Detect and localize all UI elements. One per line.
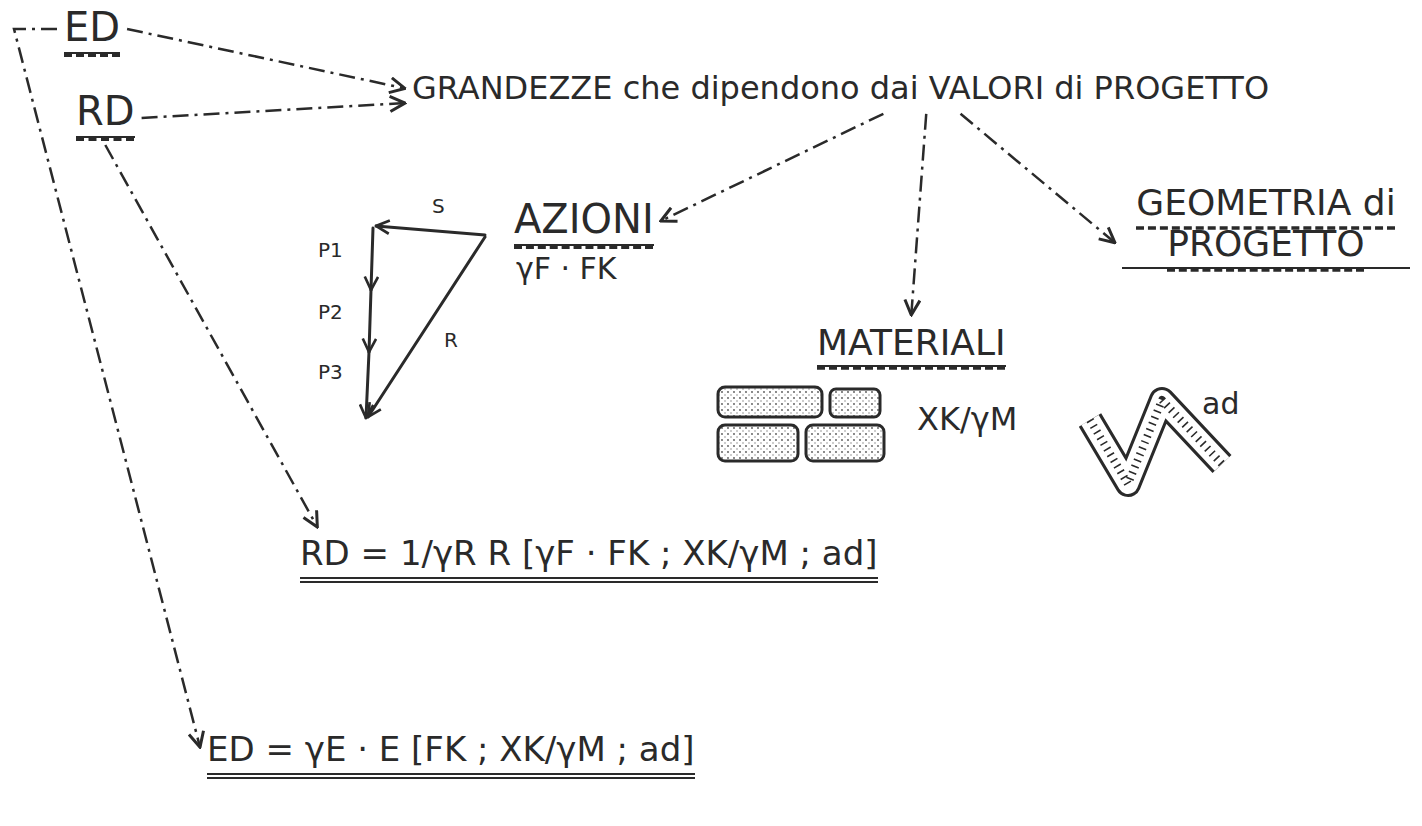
brick-icon: [718, 387, 884, 461]
dash-dot-arrow: [105, 145, 317, 527]
resistance-formula: RD = 1/γR R [γF · FK ; XK/γM ; ad]: [298, 532, 880, 585]
resistance-term: RD: [74, 86, 137, 140]
dash-dot-arrow: [961, 114, 1115, 243]
geometry-group: GEOMETRIA di PROGETTO ad: [1120, 180, 1412, 423]
dash-dot-arrow: [661, 114, 884, 221]
force-label: P2: [318, 302, 343, 322]
node-title: GEOMETRIA di PROGETTO: [1122, 182, 1410, 269]
dash-dot-arrow: [127, 29, 405, 88]
effect-formula: ED = γE · E [FK ; XK/γM ; ad]: [205, 728, 697, 781]
node-title: AZIONI: [514, 196, 654, 246]
node-title: MATERIALI: [817, 322, 1006, 367]
materials-group: MATERIALI XK/γM: [815, 320, 1019, 440]
heading-box: GRANDEZZE che dipendono dai VALORI di PR…: [410, 68, 1271, 109]
force-label: P3: [318, 362, 343, 382]
node-title: ED = γE · E [FK ; XK/γM ; ad]: [207, 730, 695, 779]
force-polygon: [366, 226, 485, 418]
node-formula: γF · FK: [516, 252, 617, 287]
dash-dot-arrow: [911, 114, 926, 315]
actions-group: AZIONI γF · FK: [512, 194, 656, 289]
force-label: R: [444, 330, 458, 350]
node-formula: ad: [1202, 387, 1239, 422]
effect-term: ED: [62, 2, 122, 56]
node-formula: XK/γM: [917, 401, 1017, 438]
dash-dot-arrow: [142, 103, 405, 118]
force-label: S: [432, 196, 445, 216]
force-label: P1: [318, 240, 343, 260]
node-title: ED: [64, 4, 120, 54]
dash-dot-arrow: [14, 29, 200, 747]
node-title: GRANDEZZE che dipendono dai VALORI di PR…: [412, 70, 1269, 107]
node-title: RD = 1/γR R [γF · FK ; XK/γM ; ad]: [300, 534, 878, 583]
node-title: RD: [76, 88, 135, 138]
